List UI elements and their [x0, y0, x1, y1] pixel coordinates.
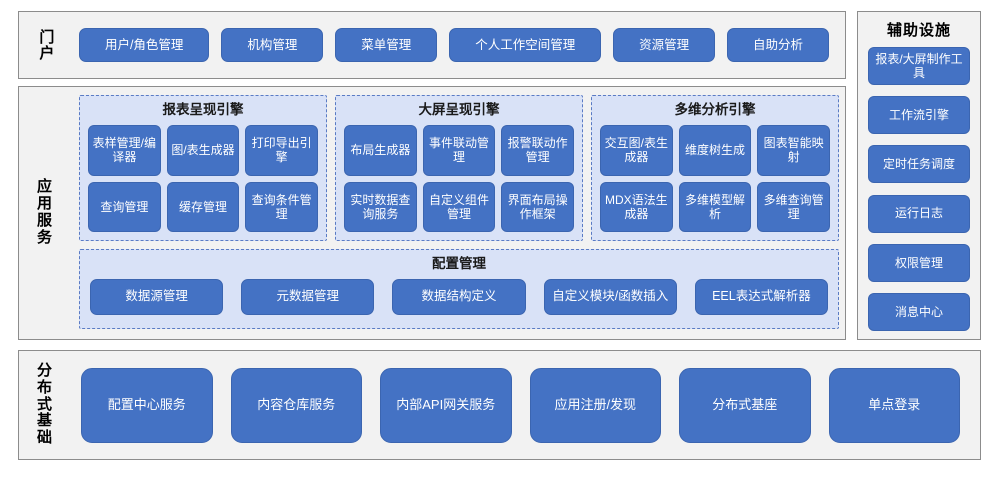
base-item-single-sign-on[interactable]: 单点登录	[828, 367, 960, 443]
application-service-section: 应用服务 报表呈现引擎 表样管理/编译器 图/表生成器 打印导出引擎 查询管理 …	[18, 86, 846, 340]
engine-item-template-management-compiler[interactable]: 表样管理/编译器	[88, 125, 161, 176]
engine-item-chart-table-generator[interactable]: 图/表生成器	[166, 125, 240, 176]
base-item-application-registry-discovery[interactable]: 应用注册/发现	[529, 367, 661, 443]
distributed-base-item-list: 配置中心服务 内容仓库服务 内部API网关服务 应用注册/发现 分布式基座 单点…	[71, 351, 970, 459]
aux-item-workflow-engine[interactable]: 工作流引擎	[868, 96, 970, 135]
engine-group-report-title: 报表呈现引擎	[162, 102, 244, 117]
configuration-management-items: 数据源管理 元数据管理 数据结构定义 自定义模块/函数插入 EEL表达式解析器	[90, 273, 829, 320]
portal-item-resource-management[interactable]: 资源管理	[613, 28, 716, 62]
engine-group-list: 报表呈现引擎 表样管理/编译器 图/表生成器 打印导出引擎 查询管理 缓存管理 …	[79, 95, 839, 241]
aux-item-report-dashboard-authoring-tool[interactable]: 报表/大屏制作工具	[868, 47, 970, 85]
auxiliary-facilities-title: 辅助设施	[886, 22, 951, 39]
config-item-metadata-management[interactable]: 元数据管理	[241, 278, 375, 315]
engine-group-large-screen-title: 大屏呈现引擎	[418, 102, 500, 117]
engine-group-report-items: 表样管理/编译器 图/表生成器 打印导出引擎 查询管理 缓存管理 查询条件管理	[88, 125, 318, 232]
engine-item-multidimensional-model-parsing[interactable]: 多维模型解析	[678, 181, 752, 232]
engine-item-query-management[interactable]: 查询管理	[88, 181, 161, 232]
base-item-distributed-foundation[interactable]: 分布式基座	[679, 367, 811, 443]
distributed-base-section-label: 分布式基础	[19, 351, 71, 459]
config-item-data-structure-definition[interactable]: 数据结构定义	[392, 278, 526, 315]
portal-section-label-text: 门户	[37, 29, 55, 61]
engine-group-large-screen-items: 布局生成器 事件联动管理 报警联动作管理 实时数据查询服务 自定义组件管理 界面…	[344, 125, 574, 232]
application-service-section-label: 应用服务	[19, 87, 71, 339]
engine-item-alarm-linkage-action-management[interactable]: 报警联动作管理	[501, 125, 574, 176]
distributed-base-section-label-text: 分布式基础	[36, 362, 53, 447]
engine-group-multidimensional-title: 多维分析引擎	[674, 102, 756, 117]
configuration-management-group: 配置管理 数据源管理 元数据管理 数据结构定义 自定义模块/函数插入 EEL表达…	[79, 249, 839, 329]
engine-item-interactive-chart-table-generator[interactable]: 交互图/表生成器	[600, 125, 673, 176]
engine-item-cache-management[interactable]: 缓存管理	[166, 181, 240, 232]
engine-item-custom-component-management[interactable]: 自定义组件管理	[422, 181, 496, 232]
engine-item-layout-generator[interactable]: 布局生成器	[344, 125, 417, 176]
base-item-content-repository-service[interactable]: 内容仓库服务	[230, 367, 362, 443]
engine-group-report: 报表呈现引擎 表样管理/编译器 图/表生成器 打印导出引擎 查询管理 缓存管理 …	[79, 95, 327, 241]
engine-item-query-condition-management[interactable]: 查询条件管理	[245, 181, 318, 232]
application-service-section-label-text: 应用服务	[36, 178, 53, 246]
engine-item-ui-layout-operation-framework[interactable]: 界面布局操作框架	[501, 181, 574, 232]
engine-item-chart-smart-mapping[interactable]: 图表智能映射	[757, 125, 830, 176]
engine-item-realtime-data-query-service[interactable]: 实时数据查询服务	[344, 181, 417, 232]
engine-item-mdx-syntax-generator[interactable]: MDX语法生成器	[600, 181, 673, 232]
aux-item-runtime-log[interactable]: 运行日志	[868, 194, 970, 233]
aux-item-scheduled-task-scheduling[interactable]: 定时任务调度	[868, 145, 970, 184]
engine-item-multidimensional-query-management[interactable]: 多维查询管理	[757, 181, 830, 232]
auxiliary-facilities-item-list: 报表/大屏制作工具 工作流引擎 定时任务调度 运行日志 权限管理 消息中心	[868, 47, 970, 331]
config-item-custom-module-function-insertion[interactable]: 自定义模块/函数插入	[543, 278, 677, 315]
portal-item-personal-workspace-management[interactable]: 个人工作空间管理	[449, 28, 602, 62]
engine-item-dimension-tree-generation[interactable]: 维度树生成	[678, 125, 752, 176]
base-item-internal-api-gateway-service[interactable]: 内部API网关服务	[380, 367, 512, 443]
configuration-management-title: 配置管理	[432, 256, 486, 271]
portal-item-list: 用户/角色管理 机构管理 菜单管理 个人工作空间管理 资源管理 自助分析	[71, 12, 837, 78]
distributed-base-section: 分布式基础 配置中心服务 内容仓库服务 内部API网关服务 应用注册/发现 分布…	[18, 350, 981, 460]
portal-section-label: 门户	[19, 12, 71, 78]
portal-item-organization-management[interactable]: 机构管理	[221, 28, 324, 62]
config-item-eel-expression-parser[interactable]: EEL表达式解析器	[694, 278, 829, 315]
portal-item-menu-management[interactable]: 菜单管理	[335, 28, 438, 62]
portal-item-self-service-analysis[interactable]: 自助分析	[727, 28, 829, 62]
auxiliary-facilities-section: 辅助设施 报表/大屏制作工具 工作流引擎 定时任务调度 运行日志 权限管理 消息…	[857, 11, 981, 340]
config-item-datasource-management[interactable]: 数据源管理	[90, 278, 224, 315]
engine-item-event-linkage-management[interactable]: 事件联动管理	[422, 125, 496, 176]
engine-group-multidimensional: 多维分析引擎 交互图/表生成器 维度树生成 图表智能映射 MDX语法生成器 多维…	[591, 95, 839, 241]
portal-item-user-role-management[interactable]: 用户/角色管理	[79, 28, 210, 62]
auxiliary-facilities-inner: 辅助设施 报表/大屏制作工具 工作流引擎 定时任务调度 运行日志 权限管理 消息…	[858, 12, 980, 339]
aux-item-message-center[interactable]: 消息中心	[868, 292, 970, 331]
engine-item-print-export-engine[interactable]: 打印导出引擎	[245, 125, 318, 176]
engine-group-large-screen: 大屏呈现引擎 布局生成器 事件联动管理 报警联动作管理 实时数据查询服务 自定义…	[335, 95, 583, 241]
base-item-config-center-service[interactable]: 配置中心服务	[81, 367, 213, 443]
portal-section: 门户 用户/角色管理 机构管理 菜单管理 个人工作空间管理 资源管理 自助分析	[18, 11, 846, 79]
engine-group-multidimensional-items: 交互图/表生成器 维度树生成 图表智能映射 MDX语法生成器 多维模型解析 多维…	[600, 125, 830, 232]
aux-item-permission-management[interactable]: 权限管理	[868, 243, 970, 282]
